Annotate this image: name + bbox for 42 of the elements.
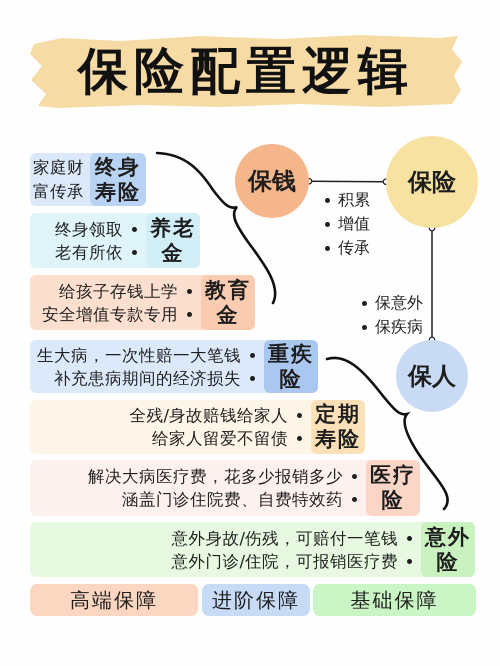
category-band [30,522,475,577]
feature-text: 意外身故/伤残，可赔付一笔钱 [171,528,398,548]
circle-label: 保险 [408,167,456,198]
product-name: 意外险 [424,524,472,574]
product-name: 终身寿险 [94,154,142,204]
tier-label: 高端保障 [70,586,158,614]
feature-text: 意外门诊/住院，可报销医疗费 [171,550,398,572]
feature-text: 安全增值专款专用 [42,304,178,324]
feature-text: 解决大病医疗费，花多少报销多少 [88,466,343,487]
feature-text: 生大病，一次性赔一大笔钱 [37,344,241,366]
feature-text: 全残/身故赔钱给家人 [129,405,288,426]
category-band [30,400,365,454]
circle-label: 保钱 [248,166,296,197]
product-name: 重疾险 [267,342,315,392]
list-item-text: 保意外 [375,293,423,313]
feature-text: 补充患病期间的经济损失 [54,368,241,388]
tier-label: 进阶保障 [212,586,300,614]
product-name: 定期寿险 [314,402,362,452]
product-name: 医疗险 [369,463,417,513]
feature-text: 给孩子存钱上学 [59,280,178,302]
tier-bar [30,584,198,616]
category-band [30,275,255,330]
list-item-text: 保疾病 [375,317,423,337]
category-band [30,213,200,268]
feature-text: 终身领取 [55,218,123,240]
title: 保险配置逻辑 [30,34,462,108]
product-name: 教育金 [204,278,252,328]
list-item-text: 积累 [338,190,370,210]
tier-label: 基础保障 [350,586,438,614]
list-item-text: 增值 [338,214,370,234]
category-band [30,340,318,393]
tier-bar [202,584,310,616]
category-band [30,460,420,516]
feature-text: 涵盖门诊住院费、自费特效药 [122,489,343,510]
tier-bar [313,584,476,616]
circle-label: 保人 [408,361,456,392]
feature-text: 给家人留爱不留债 [152,428,288,449]
row-description: 家庭财富传承 [33,156,84,202]
feature-text: 老有所依 [55,242,123,262]
list-item-text: 传承 [338,238,370,258]
product-name: 养老金 [149,216,197,266]
category-band [30,153,146,206]
